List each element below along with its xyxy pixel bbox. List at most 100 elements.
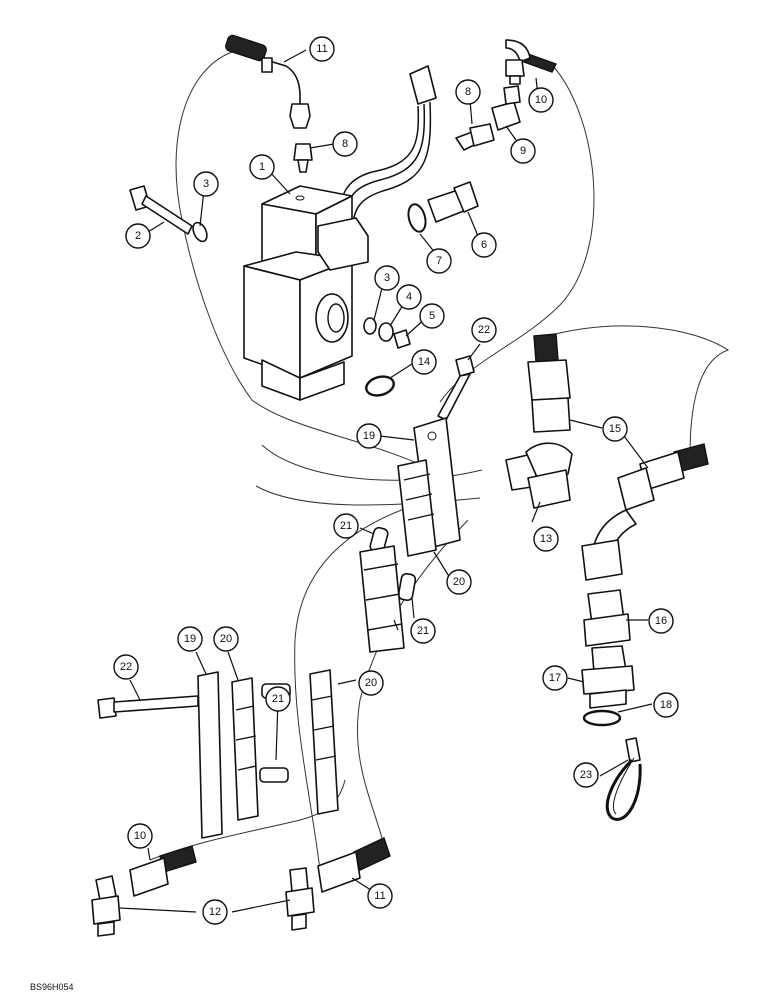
callout-circle [510,138,536,164]
callout-number: 20 [453,576,465,588]
callout-number: 11 [316,43,327,55]
callout-circle [648,608,674,634]
callout-21: 21 [333,513,359,539]
callout-number: 22 [120,661,132,673]
callout-circle [202,899,228,925]
oring-14 [365,375,395,397]
callout-number: 22 [478,324,490,336]
callout-number: 10 [535,94,547,106]
callout-number: 11 [374,890,385,902]
callout-number: 8 [465,86,471,98]
callout-11: 11 [309,36,335,62]
callout-circle [193,171,219,197]
callout-8: 8 [455,79,481,105]
callout-18: 18 [653,692,679,718]
callout-number: 7 [436,255,442,267]
callout-20: 20 [446,569,472,595]
callout-9: 9 [510,138,536,164]
callout-circle [127,823,153,849]
callout-number: 16 [655,615,667,627]
callout-number: 9 [520,145,526,157]
clamp-assembly-lower [97,669,339,839]
callout-number: 3 [203,178,209,190]
callout-number: 10 [134,830,146,842]
callout-circle [471,232,497,258]
callout-3: 3 [374,265,400,291]
callout-1: 1 [249,154,275,180]
callout-circle [455,79,481,105]
callout-number: 21 [417,625,429,637]
callout-circle [542,665,568,691]
callout-circle [653,692,679,718]
callout-number: 17 [549,672,561,684]
valve-body [243,185,369,401]
adapter-17-oring-18 [581,645,635,727]
callout-circle [333,513,359,539]
callout-circle [410,618,436,644]
callout-number: 3 [384,272,390,284]
callout-number: 8 [342,138,348,150]
callout-circle [249,154,275,180]
callout-circle [374,265,400,291]
callout-22: 22 [471,317,497,343]
callout-2: 2 [125,223,151,249]
callout-circle [358,670,384,696]
bolt-and-washer-left [129,185,208,243]
elbow-fitting-13 [505,442,573,509]
callout-23: 23 [573,762,599,788]
callout-10: 10 [127,823,153,849]
hose-routing-lines [149,51,730,871]
clamp-half-mid [359,545,405,653]
callout-circle [528,87,554,113]
callout-circle [265,686,291,712]
callout-number: 4 [406,291,412,303]
callout-10: 10 [528,87,554,113]
callout-circle [332,131,358,157]
callout-number: 5 [429,310,435,322]
callout-number: 21 [340,520,352,532]
callout-number: 6 [481,239,487,251]
washer-nut-set [363,317,411,349]
callout-7: 7 [426,248,452,274]
callout-circle [411,349,437,375]
callout-20: 20 [213,626,239,652]
callout-number: 15 [609,423,621,435]
callout-circle [396,284,422,310]
bolt-22-top [437,355,475,421]
callout-circle [309,36,335,62]
callout-circle [213,626,239,652]
callout-16: 16 [648,608,674,634]
strap-23 [605,737,642,821]
callout-circle [356,423,382,449]
callout-12: 12 [202,899,228,925]
callout-number: 20 [220,633,232,645]
figure-code: BS96H054 [30,982,74,992]
callout-circle [471,317,497,343]
callout-circle [125,223,151,249]
callout-circle [367,883,393,909]
callout-17: 17 [542,665,568,691]
callout-number: 13 [540,533,552,545]
hose-end-right [581,443,709,581]
adapter-16 [583,589,631,647]
callout-number: 21 [272,693,284,705]
callout-11: 11 [367,883,393,909]
hose-assembly-top-left [225,34,311,129]
callout-19: 19 [356,423,382,449]
straight-fitting-15 [527,333,571,433]
callout-number: 23 [580,769,592,781]
callout-number: 20 [365,677,377,689]
callout-number: 19 [363,430,375,442]
callout-number: 2 [135,230,141,242]
callout-21: 21 [265,686,291,712]
plug-and-oring [407,181,479,233]
callout-circle [426,248,452,274]
callout-8: 8 [332,131,358,157]
callout-number: 18 [660,699,672,711]
callout-number: 1 [259,161,265,173]
callout-3: 3 [193,171,219,197]
callout-15: 15 [602,416,628,442]
callout-circle [602,416,628,442]
